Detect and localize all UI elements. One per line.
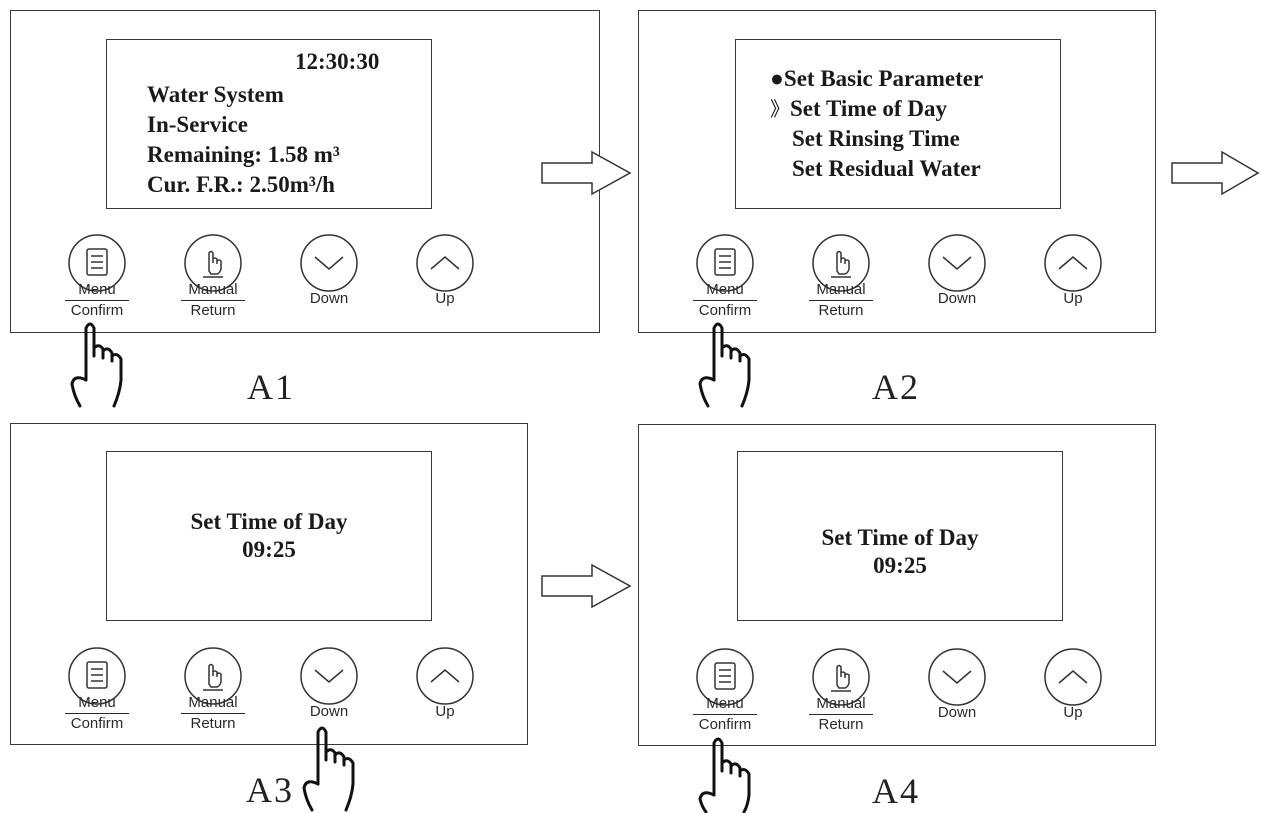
down-label: Down [937, 704, 977, 721]
hand-press-icon [203, 250, 223, 278]
chevron-up-icon [430, 669, 460, 683]
menu-icon [86, 248, 108, 276]
selected-dot-icon: ● [770, 66, 784, 91]
manual-return-button[interactable] [809, 647, 873, 707]
controller-panel-a1: 12:30:30 Water System In-Service Remaini… [10, 10, 600, 333]
setting-title: Set Time of Day [190, 509, 348, 534]
menu-label: Menu [706, 281, 744, 298]
lcd-screen-a2: ●Set Basic Parameter 》Set Time of Day Se… [735, 39, 1061, 209]
chevron-down-icon [942, 670, 972, 684]
return-label: Return [190, 715, 236, 732]
up-button[interactable] [1041, 647, 1105, 707]
menu-label: Menu [78, 694, 116, 711]
controller-panel-a4: Set Time of Day 09:25 Menu Confirm Manua… [638, 424, 1156, 746]
menu-confirm-button[interactable] [65, 233, 129, 293]
time-value: 09:25 [873, 553, 927, 578]
chevron-up-icon [430, 256, 460, 270]
cursor-chevron-icon: 》 [770, 99, 790, 121]
menu-confirm-button[interactable] [693, 647, 757, 707]
up-button[interactable] [413, 646, 477, 706]
hand-press-icon [831, 664, 851, 692]
confirm-label: Confirm [698, 302, 752, 319]
pointing-hand-icon [302, 726, 355, 812]
status-line-remaining: Remaining: 1.58 m³ [147, 142, 340, 167]
hand-press-icon [831, 250, 851, 278]
up-button[interactable] [1041, 233, 1105, 293]
step-caption-a1: A1 [247, 367, 295, 407]
step-caption-a3: A3 [246, 770, 294, 810]
down-button[interactable] [297, 233, 361, 293]
down-label: Down [937, 290, 977, 307]
manual-return-button[interactable] [181, 646, 245, 706]
return-label: Return [190, 302, 236, 319]
menu-confirm-button[interactable] [65, 646, 129, 706]
down-button[interactable] [925, 647, 989, 707]
chevron-down-icon [314, 256, 344, 270]
status-line-mode: In-Service [147, 112, 248, 137]
status-line-flow-rate: Cur. F.R.: 2.50m³/h [147, 172, 335, 197]
step-caption-a4: A4 [872, 771, 920, 811]
manual-return-button[interactable] [809, 233, 873, 293]
confirm-label: Confirm [70, 302, 124, 319]
menu-icon [86, 661, 108, 689]
controller-panel-a2: ●Set Basic Parameter 》Set Time of Day Se… [638, 10, 1156, 333]
return-label: Return [818, 302, 864, 319]
menu-confirm-button[interactable] [693, 233, 757, 293]
down-button[interactable] [297, 646, 361, 706]
chevron-up-icon [1058, 256, 1088, 270]
setting-title: Set Time of Day [821, 525, 979, 550]
confirm-label: Confirm [70, 715, 124, 732]
menu-item-residual-water: Set Residual Water [792, 156, 981, 181]
hand-press-icon [203, 663, 223, 691]
chevron-down-icon [942, 256, 972, 270]
pointing-hand-icon [698, 322, 751, 408]
pointing-hand-icon [70, 322, 123, 408]
arrow-right-icon [541, 563, 632, 609]
down-label: Down [309, 290, 349, 307]
step-caption-a2: A2 [872, 367, 920, 407]
arrow-right-icon [1171, 150, 1260, 196]
up-label: Up [435, 290, 455, 307]
menu-icon [714, 248, 736, 276]
manual-label: Manual [816, 281, 866, 298]
down-button[interactable] [925, 233, 989, 293]
manual-label: Manual [188, 281, 238, 298]
manual-label: Manual [816, 695, 866, 712]
return-label: Return [818, 716, 864, 733]
chevron-down-icon [314, 669, 344, 683]
chevron-up-icon [1058, 670, 1088, 684]
up-label: Up [1063, 290, 1083, 307]
pointing-hand-icon [698, 737, 751, 813]
down-label: Down [309, 703, 349, 720]
up-label: Up [435, 703, 455, 720]
time-value: 09:25 [242, 537, 296, 562]
menu-item-time-of-day: 》Set Time of Day [770, 96, 947, 121]
up-button[interactable] [413, 233, 477, 293]
menu-item-rinsing-time: Set Rinsing Time [792, 126, 960, 151]
manual-return-button[interactable] [181, 233, 245, 293]
manual-label: Manual [188, 694, 238, 711]
lcd-screen-a3: Set Time of Day 09:25 [106, 451, 432, 621]
controller-panel-a3: Set Time of Day 09:25 Menu Confirm Manua… [10, 423, 528, 745]
confirm-label: Confirm [698, 716, 752, 733]
status-line-system: Water System [147, 82, 284, 107]
clock-readout: 12:30:30 [295, 49, 380, 74]
up-label: Up [1063, 704, 1083, 721]
arrow-right-icon [541, 150, 632, 196]
menu-label: Menu [706, 695, 744, 712]
menu-label: Menu [78, 281, 116, 298]
menu-item-basic-parameter: ●Set Basic Parameter [770, 66, 984, 91]
lcd-screen-a4: Set Time of Day 09:25 [737, 451, 1063, 621]
lcd-screen-a1: 12:30:30 Water System In-Service Remaini… [106, 39, 432, 209]
menu-icon [714, 662, 736, 690]
